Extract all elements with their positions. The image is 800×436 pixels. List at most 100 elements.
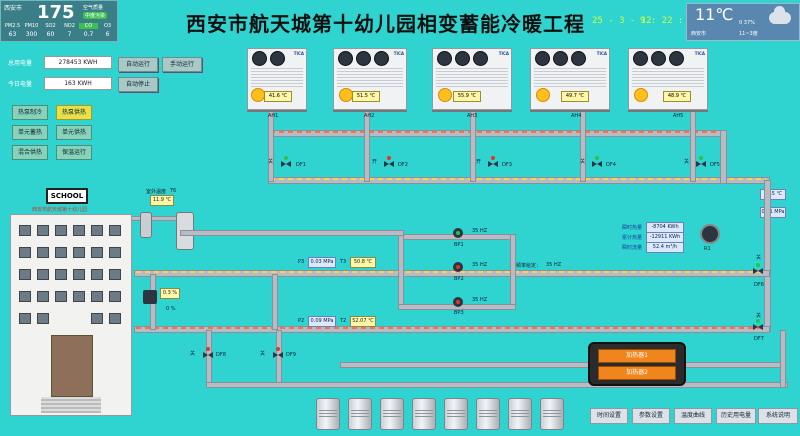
fan-icon — [338, 51, 353, 66]
energy-value: 52.4 m³/h — [646, 242, 684, 253]
nav-time-settings[interactable]: 时间设置 — [590, 408, 628, 424]
window — [55, 247, 67, 258]
entrance-steps — [41, 397, 101, 413]
valve-name: DF8 — [216, 352, 226, 358]
valve-icon — [273, 352, 283, 358]
main-supply-pipe — [134, 270, 770, 277]
unit-name: AH4 — [571, 113, 582, 119]
flow-indicator — [270, 178, 766, 180]
aqi-key: PM2.5 — [4, 23, 21, 29]
unit-temp: 41.6 ℃ — [264, 91, 292, 102]
pump-bp1[interactable] — [450, 228, 466, 240]
valve-df8[interactable] — [203, 347, 213, 358]
window — [91, 313, 103, 324]
window — [109, 225, 121, 236]
valve-indicator — [491, 156, 495, 160]
valve-icon — [592, 161, 602, 167]
mode-cooling[interactable]: 热泵制冷 — [12, 105, 48, 120]
valve-indicator — [699, 156, 703, 160]
valve-state: 关 — [260, 351, 266, 357]
auto-run-button[interactable]: 自动运行 — [118, 57, 158, 72]
nav-param-settings[interactable]: 参数设置 — [632, 408, 670, 424]
valve-df6[interactable] — [753, 263, 763, 274]
heat-pump-unit[interactable]: TICA 49.7 ℃ AH4 — [530, 48, 610, 119]
window — [37, 269, 49, 280]
bottom-pipe — [206, 330, 212, 388]
t6-label: T6 — [170, 188, 177, 194]
time-display: 9 : 22 : 9 — [640, 16, 695, 26]
sun-icon — [251, 88, 265, 102]
tank-line-pipe — [180, 230, 404, 236]
valve-df3[interactable] — [488, 156, 498, 167]
aqi-quality-badge: 中度污染 — [83, 12, 108, 19]
mode-keep-warm[interactable]: 保温运行 — [56, 145, 92, 160]
pump-bp2[interactable] — [450, 262, 466, 274]
nav-power-history[interactable]: 历史用电量 — [716, 408, 756, 424]
unit-name: AH2 — [364, 113, 375, 119]
valve-df2[interactable] — [384, 156, 394, 167]
heat-pump-unit[interactable]: TICA 51.5 ℃ AH2 — [333, 48, 407, 119]
nav-temp-curve[interactable]: 温度曲线 — [674, 408, 712, 424]
sun-icon — [536, 88, 550, 102]
auto-stop-button[interactable]: 自动停止 — [118, 77, 158, 92]
heat-pump-unit[interactable]: TICA 48.9 ℃ AH5 — [628, 48, 708, 119]
window — [73, 291, 85, 302]
valve-indicator — [284, 156, 288, 160]
pump-indicator — [456, 231, 460, 235]
aqi-values: 63 300 60 7 0.7 6 — [3, 31, 117, 38]
valve-name: DF3 — [502, 162, 512, 168]
heat-meter-icon — [700, 224, 720, 244]
weather-humidity: 0 37% — [739, 20, 755, 26]
heater-1[interactable]: 加热器1 — [598, 349, 676, 363]
valve-df7[interactable] — [753, 319, 763, 330]
weather-range: 11~3度 — [739, 31, 758, 37]
pump-indicator — [456, 300, 460, 304]
valve-state: 关 — [684, 159, 690, 165]
unit-temp: 55.9 ℃ — [453, 91, 481, 102]
valve-indicator — [756, 319, 760, 323]
storage-tank — [540, 398, 564, 430]
unit-pipe — [580, 108, 586, 182]
p3-value: 0.03 MPa — [308, 257, 336, 268]
window — [109, 269, 121, 280]
pump-bp3[interactable] — [450, 297, 466, 309]
unit-pipe — [470, 108, 476, 182]
storage-tank — [476, 398, 500, 430]
brand-logo: TICA — [498, 51, 509, 56]
mode-unit-heating[interactable]: 单元供热 — [56, 125, 92, 140]
valve-df9[interactable] — [273, 347, 283, 358]
fan-icon — [252, 51, 267, 66]
cloud-icon — [769, 6, 791, 24]
window — [91, 247, 103, 258]
mode-mixed-heating[interactable]: 混合供热 — [12, 145, 48, 160]
unit-pipe — [364, 108, 370, 182]
heater-2[interactable]: 加热器2 — [598, 366, 676, 380]
window — [109, 291, 121, 302]
valve-indicator — [276, 347, 280, 351]
aqi-city: 西安市 — [4, 5, 23, 12]
p1-value: 0.11 MPa — [760, 207, 786, 218]
entrance-door — [51, 335, 93, 397]
fan-icon — [437, 51, 452, 66]
t3-value: 50.8 ℃ — [350, 257, 376, 268]
mode-unit-storage[interactable]: 单元蓄热 — [12, 125, 48, 140]
valve-icon — [753, 324, 763, 330]
aqi-quality-label: 空气质量 — [83, 5, 104, 11]
window — [37, 225, 49, 236]
fan-icon — [571, 51, 586, 66]
valve-df1[interactable] — [281, 156, 291, 167]
manual-run-button[interactable]: 手动运行 — [162, 57, 202, 72]
heat-pump-unit[interactable]: TICA 41.6 ℃ AH1 — [247, 48, 307, 119]
valve-state: 开 — [372, 159, 378, 165]
valve-indicator — [206, 347, 210, 351]
valve-df5[interactable] — [696, 156, 706, 167]
mode-heatpump-heating[interactable]: 热泵供热 — [56, 105, 92, 120]
nav-system-help[interactable]: 系统说明 — [758, 408, 798, 424]
valve-df4[interactable] — [592, 156, 602, 167]
valve-name: DF5 — [710, 162, 720, 168]
aqi-key: O3 — [103, 23, 112, 29]
mixing-valve-icon[interactable] — [143, 290, 157, 304]
aqi-key: NO2 — [64, 23, 75, 29]
heat-pump-unit[interactable]: TICA 55.9 ℃ AH3 — [432, 48, 512, 119]
aqi-val: 60 — [46, 31, 55, 38]
